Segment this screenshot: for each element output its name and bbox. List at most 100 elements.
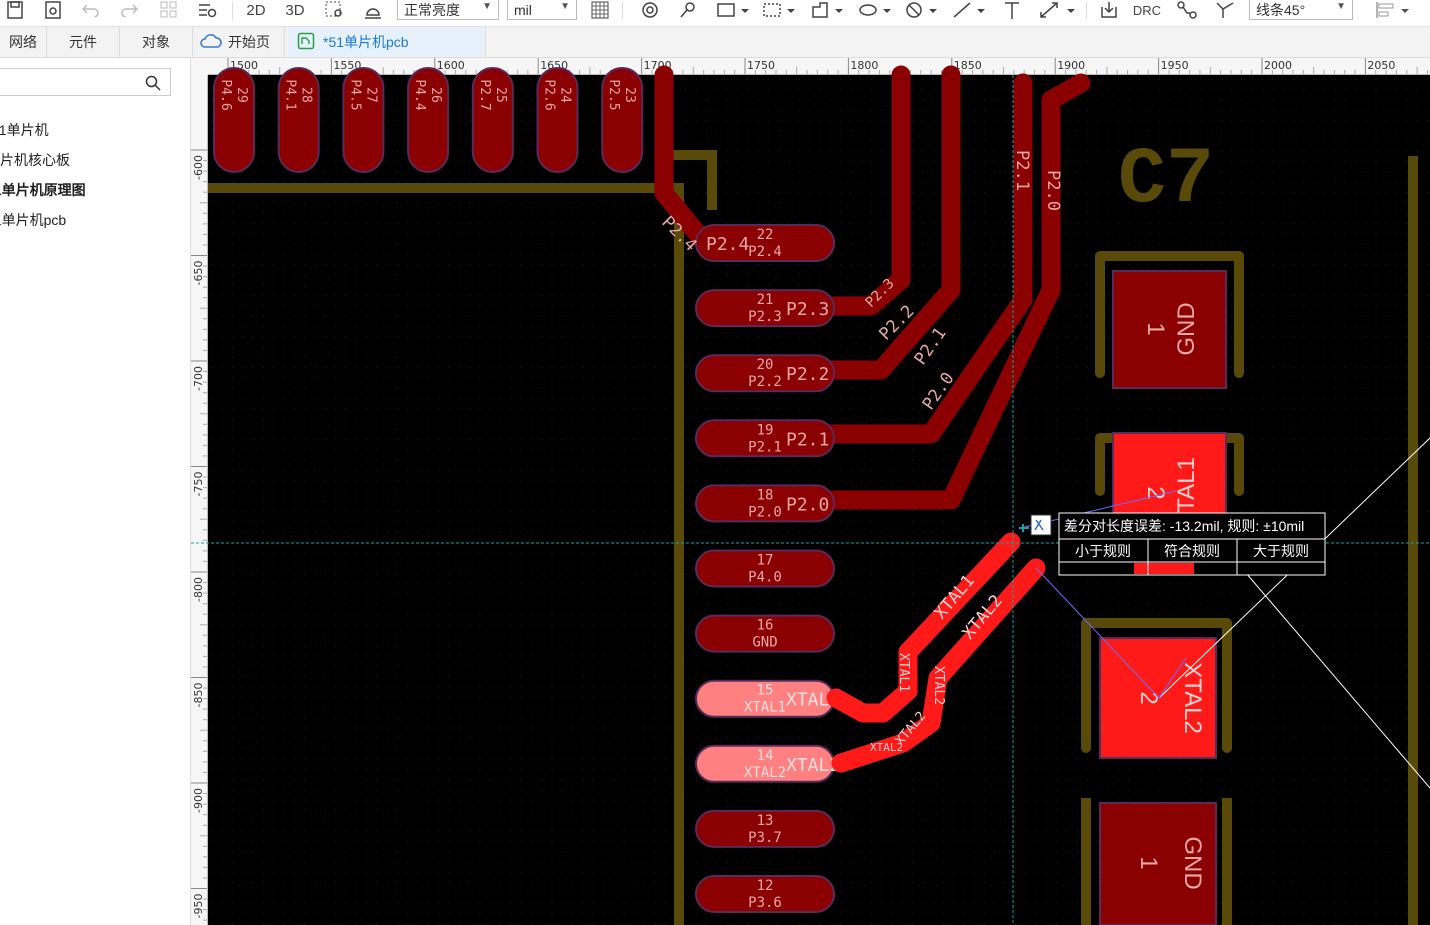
tab-nets[interactable]: 网络 — [0, 27, 47, 57]
pad-trace-label: XTAL1 — [786, 690, 840, 711]
via-icon[interactable] — [638, 0, 662, 20]
pin-icon[interactable] — [676, 0, 700, 20]
tab-pcb-document[interactable]: *51单片机pcb — [288, 27, 486, 57]
rect-select-icon[interactable] — [714, 0, 754, 20]
tree-item-board[interactable]: 单片机核心板 — [0, 152, 70, 168]
drc-button[interactable]: DRC — [1132, 2, 1162, 18]
view-2d-button[interactable]: 2D — [246, 1, 266, 19]
ruler-label-x: 1600 — [437, 59, 465, 72]
route-icon[interactable] — [1174, 0, 1200, 20]
tooltip-col-less: 小于规则 — [1075, 543, 1131, 559]
cloud-icon — [200, 33, 222, 51]
pad-net: P4.0 — [748, 570, 782, 586]
chevron-down-icon: ▼ — [1336, 1, 1346, 12]
c7-pad-net: GND — [1173, 302, 1200, 355]
pad-net: P2.4 — [748, 244, 782, 260]
ruler-label-x: 1900 — [1057, 59, 1085, 72]
pad-number: 27 — [363, 87, 378, 103]
area-select-icon[interactable] — [760, 0, 800, 20]
no-entry-icon[interactable] — [902, 0, 942, 20]
ruler-label-x: 2000 — [1264, 59, 1292, 72]
main-toolbar: 2D 3D 正常亮度 ▼ mil ▼ — [0, 0, 1430, 27]
tab-components[interactable]: 元件 — [47, 27, 120, 57]
ruler-label-y: -750 — [192, 472, 205, 497]
grid-layout-icon[interactable] — [158, 0, 180, 20]
search-icon[interactable] — [145, 75, 161, 91]
pad-net: P2.7 — [477, 79, 492, 110]
unit-select[interactable]: mil ▼ — [507, 0, 577, 20]
diff-pair-icon[interactable] — [1212, 0, 1238, 20]
pad-number: 28 — [299, 87, 314, 103]
brightness-value: 正常亮度 — [404, 1, 460, 18]
c7-component: C7 1 GND 2 XTAL1 2 XTAL2 1 GND — [1081, 135, 1418, 925]
polygon-icon[interactable] — [808, 0, 848, 20]
pad-net: P3.6 — [748, 895, 782, 911]
save-icon[interactable] — [4, 0, 26, 20]
chevron-down-icon: ▼ — [482, 1, 492, 12]
ruler-label-y: -650 — [192, 261, 205, 286]
c7-pad-number: 2 — [1135, 691, 1162, 704]
save-all-icon[interactable] — [42, 0, 64, 20]
pad-trace-label: XTAL2 — [786, 755, 840, 776]
tree-item-project[interactable]: 51单片机 — [0, 122, 49, 138]
trace-label: P2.1 — [1012, 150, 1032, 191]
trace-label: P2.0 — [1043, 170, 1063, 211]
pad-number: 15 — [757, 683, 774, 699]
align-icon[interactable] — [1372, 0, 1416, 20]
undo-icon[interactable] — [80, 0, 102, 20]
redo-icon[interactable] — [118, 0, 140, 20]
brightness-select[interactable]: 正常亮度 ▼ — [397, 0, 499, 20]
pad-number: 14 — [757, 748, 774, 764]
pad-number: 29 — [234, 87, 249, 103]
pad-trace-label: P2.2 — [786, 364, 829, 385]
pad-number: 12 — [757, 878, 774, 894]
pad-net: P2.0 — [748, 504, 782, 520]
search-input[interactable] — [0, 68, 171, 96]
c7-pad-net: XTAL2 — [1179, 662, 1206, 734]
trace-label: XTAL2 — [931, 666, 946, 705]
line-mode-select[interactable]: 线条45° ▼ — [1249, 0, 1353, 20]
tree-item-pcb[interactable]: 51单片机pcb — [0, 212, 67, 228]
dimension-icon[interactable] — [1000, 0, 1024, 20]
pad-number: 16 — [757, 618, 774, 634]
pad-net: P4.5 — [347, 79, 362, 110]
tab-home[interactable]: 开始页 — [196, 27, 285, 57]
c7-pad-1-bottom — [1099, 802, 1217, 925]
pad-net: GND — [752, 635, 777, 651]
tree-item-schematic[interactable]: 51单片机原理图 — [0, 182, 86, 198]
tab-objects[interactable]: 对象 — [120, 27, 193, 57]
zoom-region-icon[interactable] — [322, 0, 348, 20]
c7-pad-2-bottom — [1099, 637, 1217, 759]
import-icon[interactable] — [1096, 0, 1122, 20]
line-icon[interactable] — [950, 0, 990, 20]
grid-icon[interactable] — [588, 0, 612, 20]
c7-pad-number: 2 — [1142, 486, 1169, 499]
project-sidebar: 51单片机 单片机核心板 51单片机原理图 51单片机pcb — [0, 58, 191, 925]
ruler-label-y: -950 — [192, 894, 205, 919]
view-3d-button[interactable]: 3D — [285, 1, 305, 19]
tooltip-title: 差分对长度误差: -13.2mil, 规则: ±10mil — [1064, 518, 1304, 534]
view-list-icon[interactable] — [196, 0, 220, 20]
ellipse-icon[interactable] — [856, 0, 896, 20]
measure-icon[interactable] — [1036, 0, 1080, 20]
brightness-icon[interactable] — [360, 0, 386, 20]
